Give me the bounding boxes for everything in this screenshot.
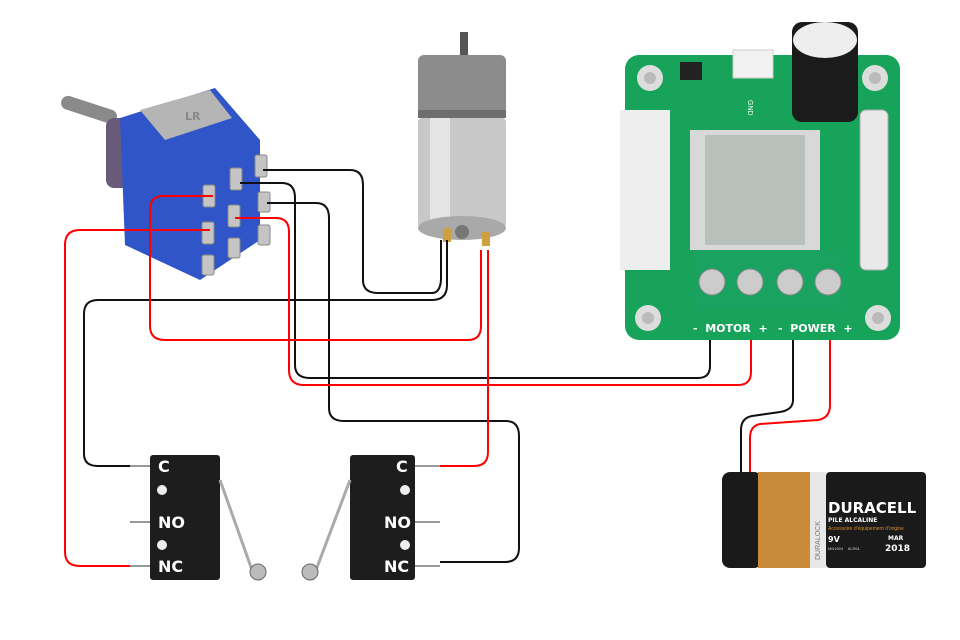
power-terminal-label: - POWER +: [778, 322, 853, 335]
screw-terminals: [693, 250, 845, 310]
battery-voltage: 9V: [828, 535, 841, 544]
battery-code: 6LR61: [848, 546, 861, 551]
pwm-motor-driver-board: GND - MOTOR + - POWER +: [620, 22, 900, 340]
9v-battery: DURALOCK DURACELL PILE ALCALINE Accessoi…: [722, 472, 926, 568]
wire-black-toggle-motor-minus: [240, 182, 711, 379]
left-c-label: C: [158, 457, 170, 476]
right-no-label: NO: [384, 513, 411, 532]
motor-terminal-label: - MOTOR +: [693, 322, 768, 335]
microswitch-left[interactable]: C NO NC: [130, 455, 267, 581]
microswitch-right[interactable]: C NO NC: [301, 455, 440, 581]
wire-black-toggle-right-nc: [267, 202, 520, 563]
wire-red-toggle-left-nc: [64, 229, 210, 567]
dpdt-toggle-switch[interactable]: LR: [59, 88, 271, 280]
wire-black-motor-left-c: [83, 240, 448, 467]
right-nc-label: NC: [384, 557, 409, 576]
wire-red-toggle-board-motor-plus: [235, 217, 752, 386]
battery-year: 2018: [885, 544, 910, 554]
wire-black-power-minus: [740, 340, 794, 472]
battery-line1: PILE ALCALINE: [828, 517, 877, 524]
right-c-label: C: [396, 457, 408, 476]
header-label: GND: [746, 100, 753, 116]
dc-gear-motor: [418, 32, 506, 246]
toggle-stamp: LR: [185, 110, 201, 123]
wire-red-power-plus: [749, 340, 831, 472]
wires: [64, 169, 831, 567]
battery-line2: Accessoire d'équipement d'origine: [828, 526, 904, 532]
wire-black-toggle-motor: [263, 169, 442, 294]
battery-month: MAR: [888, 535, 904, 542]
left-no-label: NO: [158, 513, 185, 532]
battery-brand: DURACELL: [828, 499, 917, 517]
battery-model: MN1604: [828, 546, 844, 551]
wire-red-motor-right-c: [440, 250, 489, 467]
left-nc-label: NC: [158, 557, 183, 576]
toggle-pins: [201, 154, 271, 276]
battery-side-label: DURALOCK: [815, 521, 822, 560]
wire-red-toggle-motor-plus: [149, 195, 482, 341]
